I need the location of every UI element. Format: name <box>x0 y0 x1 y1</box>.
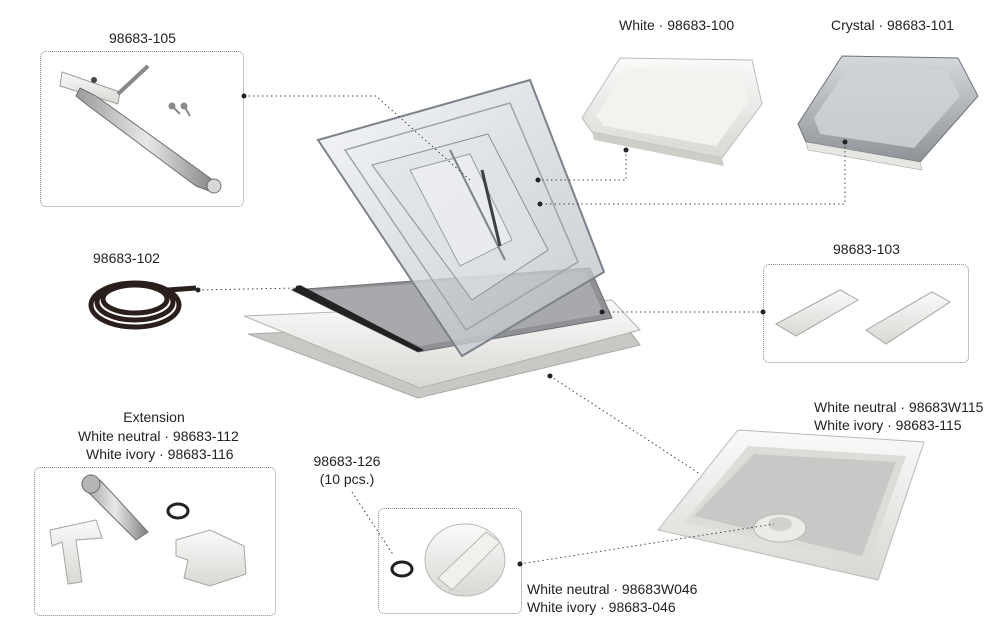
crystal-lid-label: Crystal · 98683-101 <box>831 17 954 33</box>
extension-title: Extension <box>123 409 185 425</box>
extension-label-line2: White ivory · 98683-116 <box>86 446 234 462</box>
leader-dots <box>195 93 848 567</box>
oring-qty-label: (10 pcs.) <box>319 471 375 487</box>
seal-code-label: 98683-102 <box>93 250 160 266</box>
leader-lines <box>197 95 846 565</box>
hinges-code-label: 98683-103 <box>833 241 900 257</box>
knob-label-line1: White neutral · 98683W046 <box>527 581 698 597</box>
knob-label-line2: White ivory · 98683-046 <box>527 599 676 615</box>
knob-part-box <box>378 508 522 614</box>
hinge-pair-part <box>774 289 951 345</box>
white-lid-part <box>581 57 763 166</box>
oring-code-label: 98683-126 <box>313 453 381 469</box>
extension-crank-parts <box>49 474 247 587</box>
extension-label-line1: White neutral · 98683-112 <box>78 428 239 444</box>
handle-code-label: 98683-105 <box>109 30 176 46</box>
main-vent-lid <box>316 78 606 358</box>
frame-label-line1: White neutral · 98683W115 <box>814 399 984 415</box>
white-lid-label: White · 98683-100 <box>619 17 735 33</box>
extension-part-box <box>34 467 276 616</box>
crank-handle-part <box>59 64 222 194</box>
crystal-lid-part <box>797 55 979 171</box>
interior-frame-part <box>657 429 925 581</box>
frame-label-line2: White ivory · 98683-115 <box>814 417 962 433</box>
seal-coil-part <box>88 280 197 330</box>
handle-part-box <box>40 51 244 207</box>
oring-and-knob-parts <box>390 523 506 597</box>
